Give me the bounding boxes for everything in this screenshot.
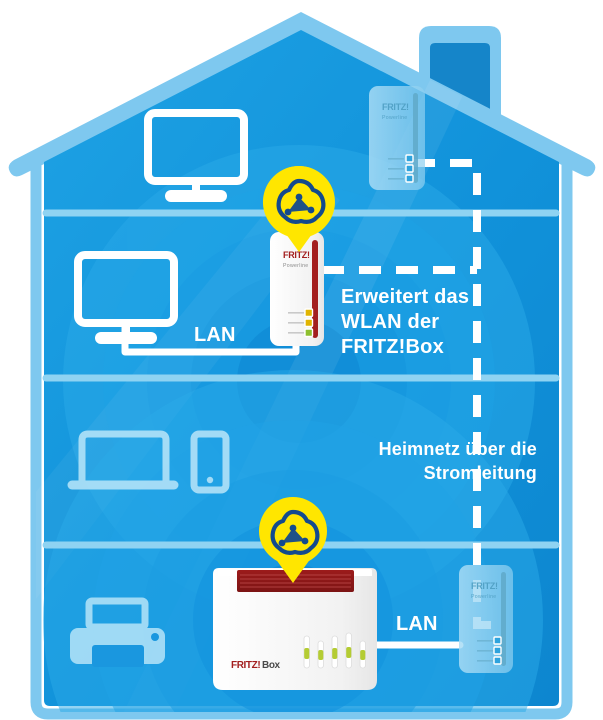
label-extends-line1: Erweitert das	[341, 286, 470, 308]
svg-text:Box: Box	[262, 660, 281, 671]
device-powerline-attic: FRITZ! Powerline	[369, 86, 425, 190]
mesh-icon	[270, 509, 320, 555]
label-powerline-line1: Heimnetz über die	[378, 439, 537, 459]
printer-icon	[70, 597, 165, 667]
svg-text:Powerline: Powerline	[471, 594, 496, 600]
device-powerline-upper: FRITZ! Powerline	[270, 232, 324, 346]
svg-text:FRITZ!: FRITZ!	[283, 250, 310, 260]
mesh-pin-lower	[259, 497, 327, 583]
device-powerline-ground: FRITZ! Powerline	[459, 565, 513, 673]
label-lan-lower: LAN	[396, 613, 438, 635]
fritzbox-leds	[303, 632, 366, 669]
svg-text:FRITZ!: FRITZ!	[382, 102, 409, 112]
tv-icon	[74, 251, 178, 344]
label-lan-upper: LAN	[194, 324, 236, 346]
smartphone-icon	[190, 430, 230, 494]
svg-text:FRITZ!: FRITZ!	[471, 581, 498, 591]
mesh-icon	[276, 178, 326, 224]
label-extends-line2: WLAN der	[341, 311, 440, 333]
mesh-icon-core	[284, 193, 315, 216]
svg-text:Powerline: Powerline	[382, 115, 407, 121]
label-extends-line3: FRITZ!Box	[341, 336, 444, 358]
label-powerline-line2: Stromleitung	[423, 463, 537, 483]
laptop-icon	[67, 430, 179, 490]
device-fritzbox: FRITZ! Box	[213, 568, 377, 690]
mesh-icon-core	[278, 524, 309, 547]
svg-text:Powerline: Powerline	[283, 263, 308, 269]
svg-text:FRITZ!: FRITZ!	[231, 660, 260, 671]
mesh-pin-upper	[262, 166, 335, 252]
label-extends-wlan: Erweitert das WLAN der FRITZ!Box	[341, 285, 469, 360]
label-powerline-home: Heimnetz über die Stromleitung	[363, 437, 537, 485]
monitor-icon	[144, 109, 248, 202]
